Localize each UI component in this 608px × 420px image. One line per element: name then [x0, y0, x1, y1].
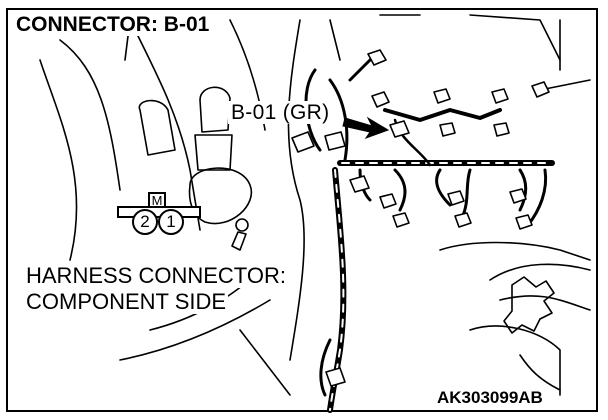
pin-2: 2 — [140, 212, 150, 231]
connector-key: M — [151, 193, 163, 208]
diagram-frame — [6, 8, 598, 412]
pin-1: 1 — [166, 212, 176, 231]
page-title: CONNECTOR: B-01 — [13, 13, 213, 36]
harness-label-line1: HARNESS CONNECTOR: — [24, 263, 288, 288]
figure-code: AK303099AB — [434, 388, 546, 407]
connector-callout-label: B-01 (GR) — [228, 101, 333, 124]
harness-label-line2: COMPONENT SIDE — [24, 289, 229, 314]
